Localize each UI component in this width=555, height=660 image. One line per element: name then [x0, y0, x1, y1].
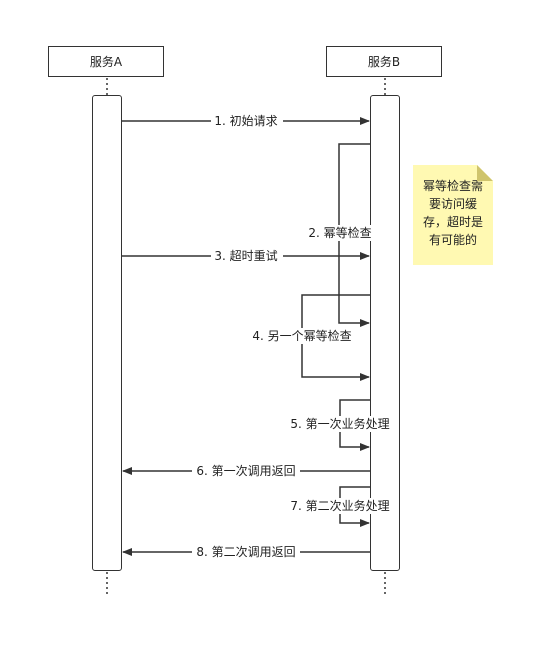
activation-bar-service-b	[370, 95, 400, 571]
message-5-label: 5. 第一次业务处理	[290, 416, 389, 431]
message-2-label: 2. 幂等检查	[308, 225, 371, 240]
participant-service-a-label: 服务A	[89, 55, 123, 69]
message-7-label: 7. 第二次业务处理	[290, 498, 389, 513]
note-card: 幂等检查需要访问缓存，超时是有可能的	[413, 165, 493, 265]
message-8-label: 8. 第二次调用返回	[196, 545, 295, 559]
message-4-label: 4. 另一个幂等检查	[252, 328, 351, 343]
participant-service-b-label: 服务B	[367, 55, 401, 69]
message-1-label: 1. 初始请求	[214, 114, 277, 128]
message-3-label: 3. 超时重试	[214, 248, 277, 263]
activation-bar-service-a	[92, 95, 122, 571]
participant-service-a[interactable]: 服务A	[48, 46, 164, 77]
note-text: 幂等检查需要访问缓存，超时是有可能的	[422, 179, 483, 247]
message-6-label: 6. 第一次调用返回	[196, 464, 295, 478]
participant-service-b[interactable]: 服务B	[326, 46, 442, 77]
